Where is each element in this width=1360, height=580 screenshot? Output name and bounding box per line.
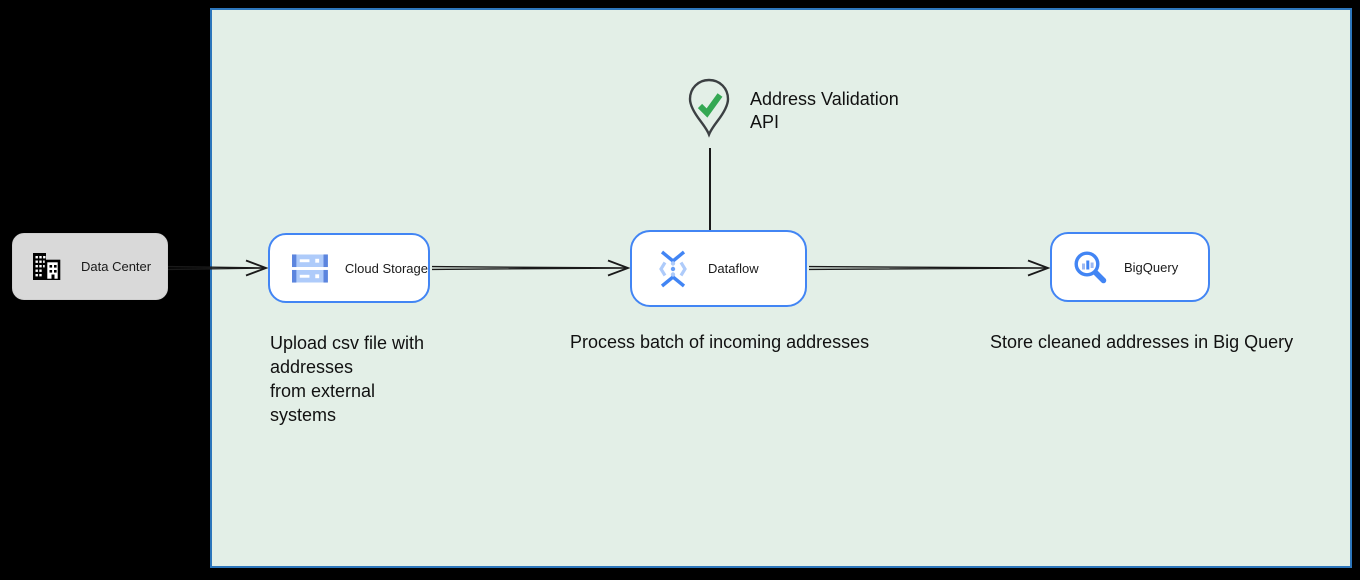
node-dataflow[interactable]: Dataflow [630, 230, 807, 307]
node-data-center[interactable]: Data Center [12, 233, 168, 300]
node-cloud-storage[interactable]: Cloud Storage [268, 233, 430, 303]
node-label: Data Center [81, 259, 152, 274]
location-pin-check-icon [688, 78, 730, 138]
node-label: BigQuery [1124, 259, 1179, 275]
bigquery-icon [1074, 251, 1107, 284]
cloud-storage-icon [292, 253, 328, 283]
node-label: Dataflow [708, 261, 759, 276]
address-validation-label: Address Validation API [750, 89, 899, 132]
building-icon [33, 253, 61, 280]
address-validation-pin[interactable] [687, 78, 731, 140]
dataflow-icon [659, 250, 687, 287]
caption-process-batch: Process batch of incoming addresses [570, 332, 870, 352]
node-bigquery[interactable]: BigQuery [1050, 232, 1210, 302]
caption-store-cleaned: Store cleaned addresses in Big Query [990, 332, 1294, 352]
caption-upload-csv: Upload csv file with addresses from exte… [270, 333, 425, 425]
node-label: Cloud Storage [344, 260, 428, 276]
